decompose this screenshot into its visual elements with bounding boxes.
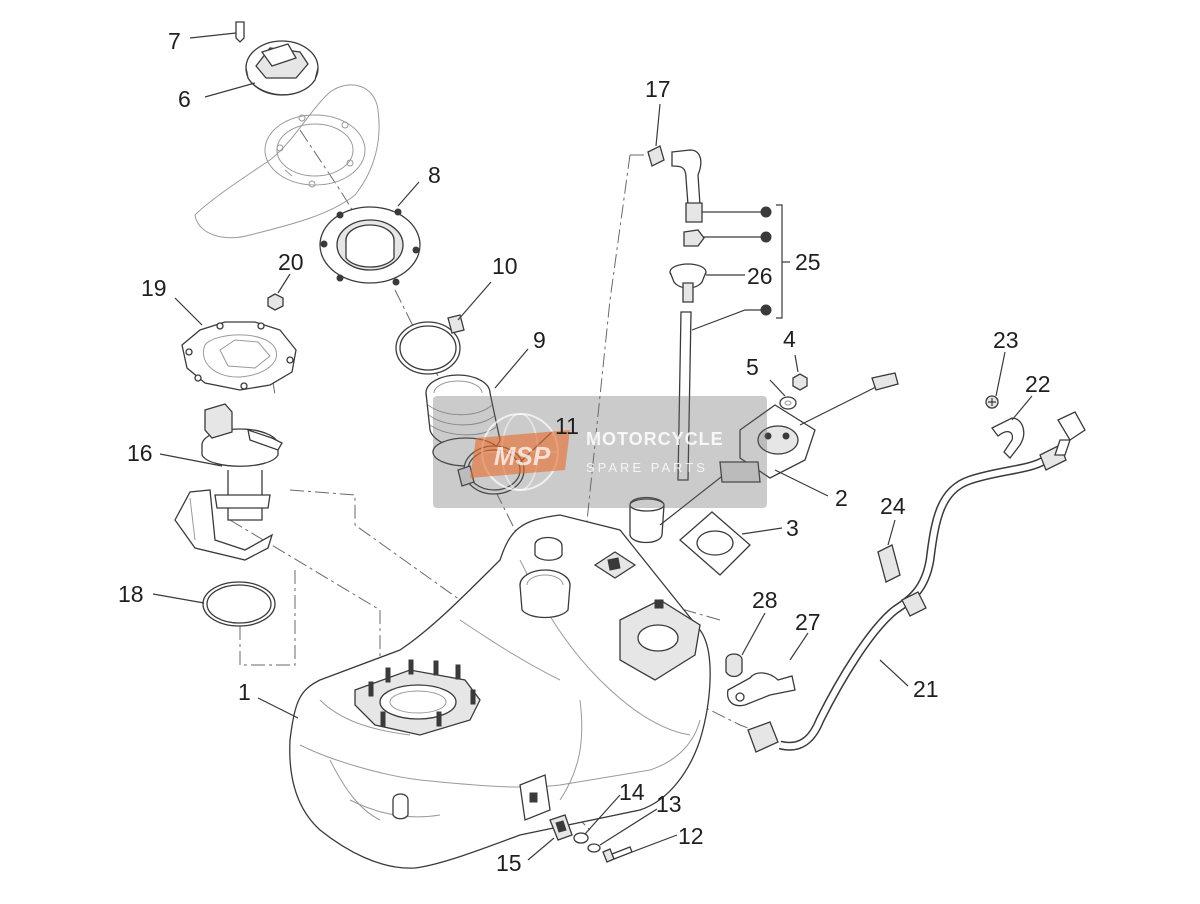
label-part-11: 11 [555, 413, 579, 439]
callout-labels: 1 2 3 4 5 6 7 8 9 10 11 12 13 14 15 16 1… [118, 28, 1051, 876]
filler-cap [245, 40, 319, 96]
label-part-2: 2 [835, 485, 848, 511]
screw-7 [235, 21, 245, 43]
label-part-16: 16 [127, 440, 153, 466]
label-part-25: 25 [795, 249, 821, 275]
label-part-13: 13 [656, 791, 682, 817]
filler-flange [319, 206, 421, 286]
screw-23 [985, 395, 999, 409]
label-part-15: 15 [496, 850, 522, 876]
label-part-3: 3 [786, 515, 799, 541]
watermark-logo: MSP [494, 441, 551, 471]
label-part-14: 14 [619, 779, 645, 805]
fuel-level-sender [719, 372, 899, 483]
bracket-27 [726, 672, 796, 707]
label-part-5: 5 [746, 354, 759, 380]
clamp-24 [877, 544, 901, 583]
label-part-26: 26 [747, 263, 773, 289]
label-part-19: 19 [141, 275, 167, 301]
nut-4 [792, 373, 808, 391]
label-part-6: 6 [178, 86, 191, 112]
label-part-4: 4 [783, 326, 796, 352]
fuel-tank [289, 514, 711, 869]
label-part-23: 23 [993, 327, 1019, 353]
label-part-21: 21 [913, 676, 939, 702]
label-part-20: 20 [278, 249, 304, 275]
washer-5 [779, 396, 797, 410]
screw-12 [602, 846, 633, 863]
hose-clamp-10 [395, 314, 465, 375]
washer-13 [587, 843, 601, 853]
label-part-22: 22 [1025, 371, 1051, 397]
watermark-line2: SPARE PARTS [586, 460, 708, 475]
clip-22 [991, 417, 1025, 459]
label-part-7: 7 [168, 28, 181, 54]
o-ring-18 [202, 581, 276, 627]
label-part-8: 8 [428, 162, 441, 188]
leader-lines [152, 32, 1033, 861]
label-part-17: 17 [645, 76, 671, 102]
clip-15 [549, 814, 573, 841]
filler-hose [425, 374, 501, 467]
label-part-27: 27 [795, 609, 821, 635]
label-part-12: 12 [678, 823, 704, 849]
label-part-10: 10 [492, 253, 518, 279]
watermark-line1: MOTORCYCLE [586, 429, 724, 449]
vent-hose-assembly [629, 145, 731, 544]
grommet-28 [725, 653, 743, 678]
nut-20 [267, 293, 284, 311]
washer-14 [573, 832, 589, 844]
filler-cover-panel [194, 84, 380, 239]
label-part-1: 1 [238, 679, 251, 705]
watermark: MSP MOTORCYCLE SPARE PARTS [433, 396, 767, 508]
label-part-18: 18 [118, 581, 144, 607]
fuel-pump [174, 403, 283, 561]
label-part-24: 24 [880, 493, 906, 519]
pump-gasket [181, 321, 297, 391]
label-part-28: 28 [752, 587, 778, 613]
fuel-line [747, 411, 1086, 753]
label-part-9: 9 [533, 327, 546, 353]
sender-gasket [679, 511, 751, 576]
